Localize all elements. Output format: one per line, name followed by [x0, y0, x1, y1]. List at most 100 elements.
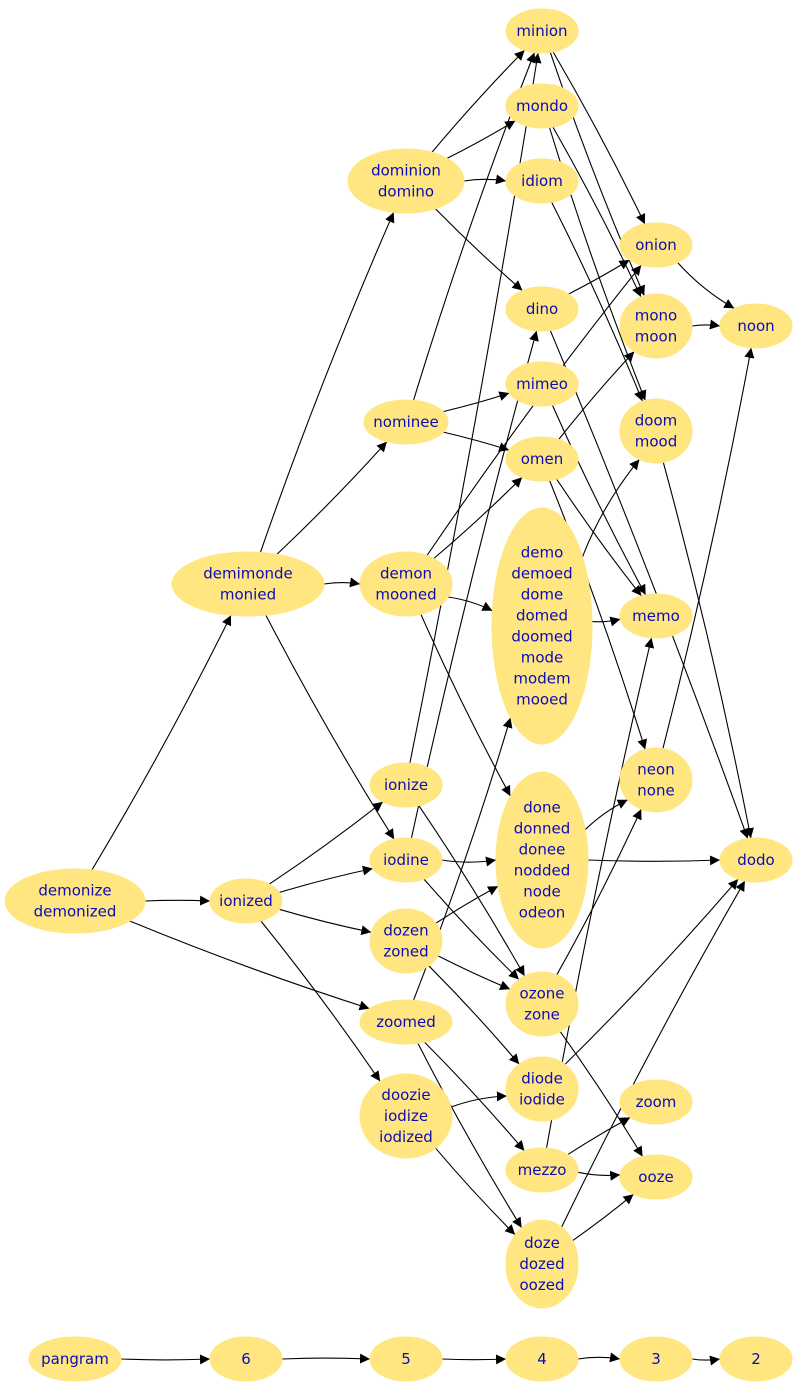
node-ellipse — [505, 158, 579, 204]
edge-ionized-to-iodine — [279, 865, 373, 894]
node-ellipse — [619, 593, 693, 639]
node-ellipse — [505, 971, 579, 1037]
node-idiom: idiom — [505, 158, 579, 204]
edge-omen-to-mono — [558, 351, 635, 440]
node-label: odeon — [519, 904, 566, 922]
edge-demon-to-done — [420, 614, 511, 797]
node-label: demoed — [511, 565, 572, 583]
node-ellipse — [619, 747, 693, 813]
edge-ozone-to-neon — [556, 808, 642, 976]
node-label: 2 — [751, 1350, 761, 1368]
node-label: doomed — [511, 628, 572, 646]
node-dominion: dominion domino — [347, 148, 465, 214]
node-label: nominee — [373, 413, 438, 431]
node-ellipse — [719, 1336, 793, 1382]
node-label: mood — [635, 433, 678, 451]
edge-demimonde-to-demon — [323, 577, 361, 588]
node-label: dominion — [371, 162, 441, 180]
edge-mezzo-to-ooze — [577, 1170, 621, 1181]
edge-demon-to-onion — [426, 264, 642, 556]
node-label: donee — [519, 841, 566, 859]
node-ellipse — [505, 1056, 579, 1122]
edge-demonize-to-demimonde — [91, 614, 232, 871]
edge-doze-to-ooze — [572, 1193, 634, 1242]
edge-demo-to-memo — [591, 616, 621, 627]
node-label: doozie — [381, 1086, 430, 1104]
edge-mezzo-to-zoom — [567, 1116, 631, 1156]
node-ellipse — [505, 436, 579, 482]
node-ellipse — [619, 1154, 693, 1200]
node-ellipse — [505, 83, 579, 129]
edge-nominee-to-mimeo — [442, 391, 510, 413]
node-label: zoom — [636, 1093, 677, 1111]
edge-ozone-to-ooze — [559, 1031, 644, 1157]
node-mondo: mondo — [505, 83, 579, 129]
edge-n3-to-n2 — [691, 1355, 721, 1366]
node-label: doom — [635, 412, 678, 430]
edge-n5-to-n4 — [441, 1354, 507, 1365]
edge-done-to-neon — [584, 799, 628, 831]
node-ionize: ionize — [369, 762, 443, 808]
node-ellipse — [619, 1336, 693, 1382]
edge-dino-to-onion — [568, 259, 630, 295]
edge-neon-to-noon — [662, 347, 755, 749]
node-ellipse — [505, 361, 579, 407]
node-memo: memo — [619, 593, 693, 639]
edge-dino-to-dodo — [549, 330, 750, 839]
node-label: oozed — [520, 1276, 565, 1294]
edge-doozie-to-diode — [450, 1091, 507, 1108]
edge-iodine-to-ozone — [423, 878, 520, 980]
node-label: iodide — [519, 1091, 565, 1109]
node-label: ionized — [219, 892, 273, 910]
node-ellipse — [619, 1079, 693, 1125]
node-nominee: nominee — [363, 399, 449, 445]
node-label: memo — [632, 607, 680, 625]
node-ellipse — [505, 286, 579, 332]
node-ellipse — [719, 837, 793, 883]
node-ellipse — [505, 1147, 579, 1193]
node-noon: noon — [719, 303, 793, 349]
node-n6: 6 — [209, 1336, 283, 1382]
edge-zoomed-to-doze — [417, 1042, 523, 1228]
node-label: none — [637, 782, 674, 800]
edge-demimonde-to-nominee — [276, 441, 388, 555]
node-label: dino — [526, 300, 558, 318]
node-label: zone — [524, 1006, 560, 1024]
edge-omen-to-memo — [556, 478, 642, 597]
node-minion: minion — [505, 8, 579, 54]
node-zoom: zoom — [619, 1079, 693, 1125]
node-label: ionize — [384, 776, 428, 794]
edge-ionize-to-minion — [409, 52, 542, 764]
node-label: mimeo — [516, 375, 568, 393]
edge-iodine-to-done — [441, 856, 497, 867]
node-label: donned — [514, 820, 570, 838]
node-ellipse — [719, 303, 793, 349]
edge-ionized-to-ionize — [268, 801, 384, 885]
node-n4: 4 — [505, 1336, 579, 1382]
node-label: dodo — [737, 851, 774, 869]
edge-dominion-to-dino — [434, 208, 523, 291]
node-ellipse — [28, 1336, 122, 1382]
node-label: iodize — [384, 1107, 428, 1125]
edge-demimonde-to-dominion — [259, 212, 395, 553]
edge-mono-to-noon — [691, 319, 721, 330]
edge-doom-to-dodo — [662, 462, 754, 839]
node-pangram: pangram — [28, 1336, 122, 1382]
node-label: onion — [635, 236, 677, 254]
node-label: domino — [378, 183, 434, 201]
node-label: modem — [513, 670, 570, 688]
edge-ionized-to-dozen — [279, 908, 372, 936]
node-ellipse — [495, 771, 589, 949]
edge-dominion-to-idiom — [463, 174, 507, 185]
node-mimeo: mimeo — [505, 361, 579, 407]
node-label: zoomed — [376, 1013, 436, 1031]
node-ellipse — [4, 868, 146, 934]
node-label: moon — [635, 328, 677, 346]
node-ellipse — [505, 8, 579, 54]
node-ellipse — [209, 1336, 283, 1382]
